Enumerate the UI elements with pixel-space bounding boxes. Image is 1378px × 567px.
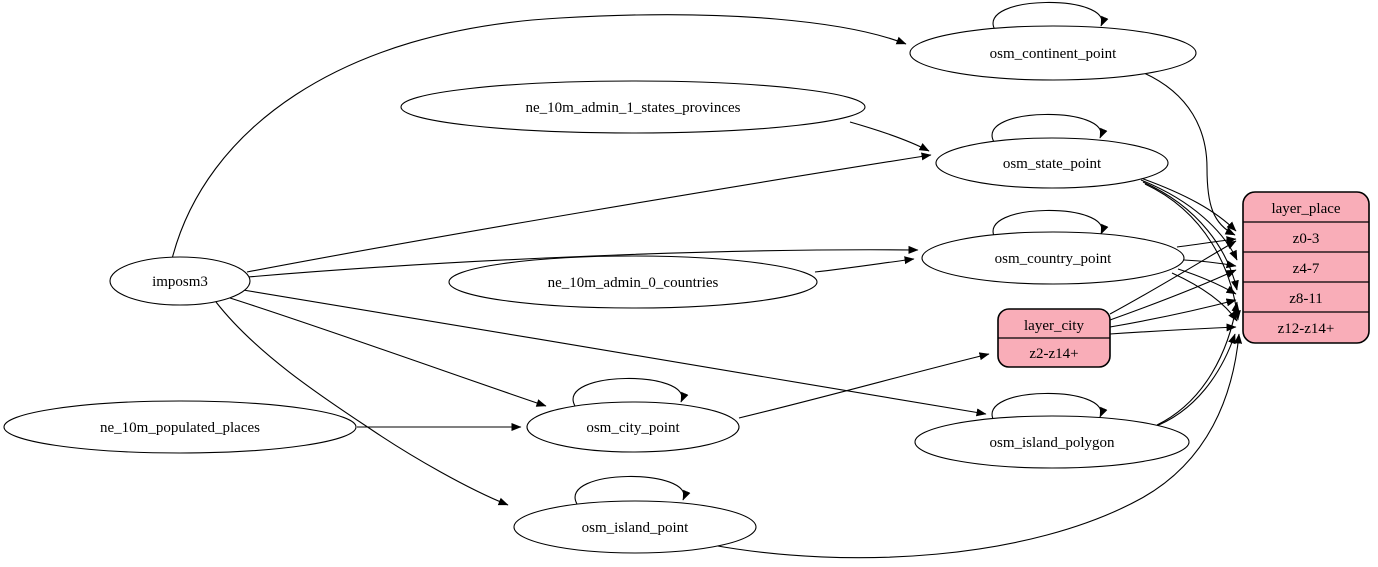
edge-imposm3-osm_island_point xyxy=(215,301,509,506)
node-osm_state_point-shape xyxy=(935,137,1169,189)
node-osm_continent_point: osm_continent_point xyxy=(909,25,1197,81)
node-ne_10m_populated_places-label: ne_10m_populated_places xyxy=(100,420,260,436)
node-osm_continent_point-shape xyxy=(909,25,1197,81)
edge-imposm3-osm_state_point xyxy=(246,152,932,273)
record-layer_place-shape xyxy=(1242,191,1370,344)
node-ne_10m_admin_0_countries: ne_10m_admin_0_countries xyxy=(448,255,818,309)
record-layer_place: layer_place z0-3 z4-7 z8-11 z12-z14+ xyxy=(1242,191,1370,344)
node-osm_city_point: osm_city_point xyxy=(526,401,740,453)
edge-osm_state_point-self xyxy=(991,113,1108,143)
record-layer_city-title: layer_city xyxy=(1024,318,1084,334)
edge-osm_island_polygon-self xyxy=(991,392,1108,422)
edge-ne_10m_admin_0_countries-osm_country_point xyxy=(814,256,915,273)
node-osm_country_point-shape xyxy=(921,231,1185,285)
edge-osm_continent_point-self xyxy=(992,1,1109,31)
node-osm_island_point-label: osm_island_point xyxy=(582,520,690,536)
edge-osm_island_point-self xyxy=(574,475,691,505)
record-layer_place-row-z12-z14: z12-z14+ xyxy=(1278,321,1335,337)
edge-imposm3-osm_country_point xyxy=(247,245,919,278)
edge-osm_country_point-layer_place-z4-7 xyxy=(1183,259,1237,269)
edge-layer_city-layer_place-z12-z14 xyxy=(1109,323,1237,335)
node-osm_country_point-label: osm_country_point xyxy=(995,251,1112,267)
edge-osm_country_point-self xyxy=(992,209,1109,239)
record-layer_place-row-z8-11: z8-11 xyxy=(1289,291,1323,307)
edge-osm_continent_point-layer_place-z0-3 xyxy=(1143,72,1236,236)
node-ne_10m_populated_places: ne_10m_populated_places xyxy=(3,400,357,454)
node-imposm3: imposm3 xyxy=(109,256,251,306)
node-imposm3-label: imposm3 xyxy=(152,274,208,290)
node-ne_10m_admin_0_countries-shape xyxy=(448,255,818,309)
edge-imposm3-osm_city_point xyxy=(229,297,547,407)
node-osm_island_polygon-shape xyxy=(914,415,1190,469)
node-osm_country_point: osm_country_point xyxy=(921,231,1185,285)
node-ne_10m_admin_0_countries-label: ne_10m_admin_0_countries xyxy=(548,275,719,291)
node-ne_10m_populated_places-shape xyxy=(3,400,357,454)
edge-imposm3-osm_continent_point xyxy=(171,14,907,260)
record-layer_place-row-z0-3: z0-3 xyxy=(1293,231,1320,247)
node-osm_island_polygon: osm_island_polygon xyxy=(914,415,1190,469)
edge-osm_island_polygon-layer_place-z8-11 xyxy=(1156,301,1240,426)
node-osm_island_point: osm_island_point xyxy=(513,500,757,554)
node-osm_state_point: osm_state_point xyxy=(935,137,1169,189)
edge-layer_city-layer_place-z0-3 xyxy=(1109,240,1237,315)
edge-ne_10m_admin_1_states_provinces-osm_state_point xyxy=(849,121,930,152)
node-osm_state_point-label: osm_state_point xyxy=(1003,156,1102,172)
record-layer_place-title: layer_place xyxy=(1271,201,1340,217)
node-osm_island_polygon-label: osm_island_polygon xyxy=(989,435,1115,451)
node-osm_island_point-shape xyxy=(513,500,757,554)
node-osm_city_point-shape xyxy=(526,401,740,453)
edge-osm_city_point-layer_city-z2-z14 xyxy=(738,352,990,419)
node-ne_10m_admin_1_states_provinces: ne_10m_admin_1_states_provinces xyxy=(400,80,866,134)
edge-osm_country_point-layer_place-z8-11 xyxy=(1177,268,1237,295)
edge-osm_island_polygon-layer_place-z12-z14 xyxy=(1150,333,1236,429)
edge-osm_city_point-self xyxy=(572,377,689,407)
record-layer_city-row-z2-z14: z2-z14+ xyxy=(1029,346,1078,362)
edge-osm_country_point-layer_place-z0-3 xyxy=(1176,236,1237,248)
node-ne_10m_admin_1_states_provinces-label: ne_10m_admin_1_states_provinces xyxy=(526,100,741,116)
edge-osm_state_point-layer_place-z4-7 xyxy=(1140,179,1238,261)
edges-group xyxy=(171,1,1243,559)
record-layer_city: layer_city z2-z14+ xyxy=(997,308,1111,368)
record-layer_place-row-z4-7: z4-7 xyxy=(1293,261,1320,277)
edge-osm_island_point-layer_place-z12-z14 xyxy=(711,333,1243,559)
edge-layer_city-layer_place-z8-11 xyxy=(1109,298,1237,328)
edge-osm_country_point-layer_place-z12-z14 xyxy=(1171,272,1238,322)
node-osm_city_point-label: osm_city_point xyxy=(586,420,680,436)
edge-osm_state_point-layer_place-z0-3 xyxy=(1137,176,1237,232)
node-osm_continent_point-label: osm_continent_point xyxy=(990,46,1117,62)
node-ne_10m_admin_1_states_provinces-shape xyxy=(400,80,866,134)
edge-layer_city-layer_place-z4-7 xyxy=(1109,269,1237,321)
edge-imposm3-osm_island_polygon xyxy=(242,289,987,417)
node-imposm3-shape xyxy=(109,256,251,306)
